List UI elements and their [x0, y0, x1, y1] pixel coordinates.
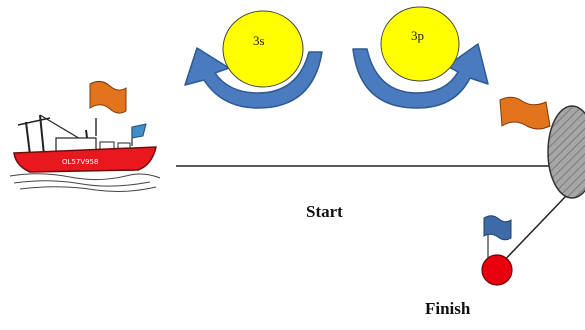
- blue-flag-icon: [483, 215, 512, 241]
- turn-right: 3p: [352, 6, 489, 109]
- blue-pennant-icon: [131, 123, 147, 139]
- curved-arrow-right-icon: [352, 43, 489, 109]
- turn-circle-3p: [380, 6, 460, 82]
- finish-label: Finish: [425, 299, 471, 318]
- turn-left: 3s: [184, 10, 323, 109]
- boat-hull: [13, 146, 157, 173]
- curved-arrow-left-icon: [184, 47, 323, 109]
- committee-boat-icon: OL57V958: [9, 80, 161, 192]
- pin-mark: [499, 96, 585, 199]
- finish-buoy-ball: [481, 254, 513, 286]
- turn-circle-3s: [222, 10, 304, 88]
- start-label: Start: [306, 202, 343, 221]
- finish-buoy: [481, 215, 513, 286]
- orange-flag-right-icon: [499, 96, 551, 130]
- orange-flag-icon: [89, 80, 127, 114]
- turn-label-3p: 3p: [411, 28, 424, 43]
- pin-mark-buoy: [547, 105, 585, 199]
- finish-line: [496, 195, 567, 269]
- turn-label-3s: 3s: [253, 33, 265, 48]
- boat-hull-number: OL57V958: [62, 158, 98, 166]
